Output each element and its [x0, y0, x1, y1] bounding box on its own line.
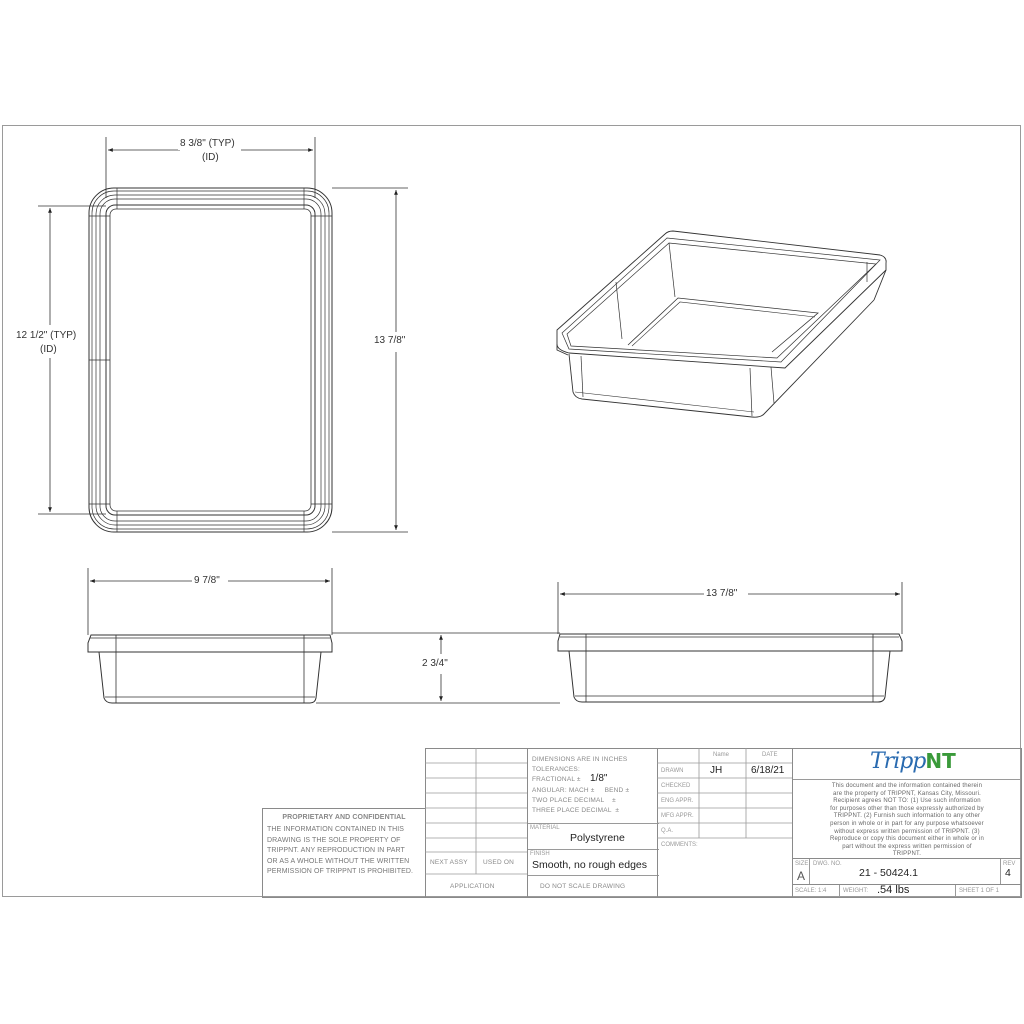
grid-lines: [425, 748, 528, 875]
next-assy-label: NEXT ASSY: [430, 859, 468, 866]
weight-label: WEIGHT:: [843, 888, 868, 894]
side-view-dimensions: [557, 582, 903, 634]
scale-value: SCALE: 1:4: [795, 888, 827, 894]
application-label: APPLICATION: [450, 883, 495, 890]
divider: [528, 875, 659, 876]
drawing-sheet-border: [2, 125, 1021, 897]
rev-value: 4: [1005, 867, 1011, 879]
eng-appr-label: ENG APPR.: [661, 798, 694, 804]
scale-weight-row: SCALE: 1:4 WEIGHT: .54 lbs SHEET 1 OF 1: [792, 884, 1022, 898]
angular-tolerance: ANGULAR: MACH ± BEND ±: [532, 787, 630, 794]
used-on-label: USED ON: [483, 859, 515, 866]
tolerances-label: TOLERANCES:: [532, 766, 580, 773]
dim-top-width: 8 3/8" (TYP): [178, 138, 237, 150]
proprietary-heading: PROPRIETARY AND CONFIDENTIAL: [282, 814, 406, 821]
tolerance-block: DIMENSIONS ARE IN INCHES TOLERANCES: FRA…: [527, 748, 659, 898]
sheet-value: SHEET 1 OF 1: [959, 888, 999, 894]
side-view: [557, 633, 903, 703]
drawn-label: DRAWN: [661, 768, 684, 774]
dim-top-overall-length: 13 7/8": [372, 335, 408, 347]
qa-label: Q.A.: [661, 828, 674, 834]
drawn-date: 6/18/21: [751, 765, 785, 776]
company-block: This document and the information contai…: [792, 748, 1022, 859]
divider: [955, 885, 956, 897]
finish-value: Smooth, no rough edges: [532, 859, 647, 871]
top-view: [88, 187, 333, 533]
drawing-number-block: SIZE A DWG. NO. 21 - 50424.1 REV 4: [792, 858, 1022, 885]
rev-label: REV: [1003, 861, 1016, 867]
two-place-tolerance: TWO PLACE DECIMAL ±: [532, 797, 616, 804]
fractional-label: FRACTIONAL ±: [532, 776, 581, 783]
company-notice: This document and the information contai…: [829, 783, 984, 858]
approvals-block: Name DATE DRAWN JH 6/18/21 CHECKED ENG A…: [657, 748, 793, 898]
weight-value: .54 lbs: [877, 884, 910, 896]
checked-label: CHECKED: [661, 783, 691, 789]
fractional-value: 1/8": [590, 773, 608, 784]
comments-label: COMMENTS:: [661, 842, 698, 848]
dim-top-length-note: (ID): [38, 344, 59, 356]
divider: [1000, 859, 1001, 884]
dim-front-width: 9 7/8": [192, 575, 222, 587]
divider: [528, 823, 659, 824]
logo-bold: NT: [925, 749, 956, 773]
date-header: DATE: [762, 752, 778, 758]
three-place-tolerance: THREE PLACE DECIMAL ±: [532, 807, 620, 814]
dim-top-length: 12 1/2" (TYP): [14, 330, 79, 342]
name-header: Name: [713, 752, 730, 758]
dim-height: 2 3/4": [420, 658, 450, 670]
finish-label: FINISH: [530, 851, 550, 857]
dim-top-width-note: (ID): [200, 152, 221, 164]
divider: [528, 849, 659, 850]
drawn-name: JH: [710, 765, 723, 776]
divider: [793, 779, 1021, 780]
approval-grid-lines: [657, 748, 793, 839]
size-label: SIZE: [795, 861, 809, 867]
front-view: [87, 634, 333, 704]
mfg-appr-label: MFG APPR.: [661, 813, 694, 819]
dim-side-length: 13 7/8": [704, 588, 740, 600]
proprietary-box: PROPRIETARY AND CONFIDENTIAL THE INFORMA…: [262, 808, 426, 898]
divider: [809, 859, 810, 884]
top-view-dimensions: [38, 137, 408, 533]
trippnt-logo: TrippNT: [870, 748, 956, 774]
size-value: A: [797, 869, 806, 883]
front-view-dimensions: [87, 568, 560, 704]
dimensions-note: DIMENSIONS ARE IN INCHES: [532, 756, 628, 763]
proprietary-body: THE INFORMATION CONTAINED IN THIS DRAWIN…: [267, 826, 414, 875]
dwg-no-value: 21 - 50424.1: [859, 867, 918, 879]
dwg-no-label: DWG. NO.: [813, 861, 842, 867]
material-label: MATERIAL: [530, 825, 560, 831]
material-value: Polystyrene: [570, 832, 625, 844]
do-not-scale-note: DO NOT SCALE DRAWING: [540, 883, 626, 890]
isometric-view: [556, 230, 887, 418]
next-assy-grid: NEXT ASSY USED ON APPLICATION: [425, 748, 528, 898]
logo-script: Tripp: [870, 749, 926, 774]
divider: [839, 885, 840, 897]
